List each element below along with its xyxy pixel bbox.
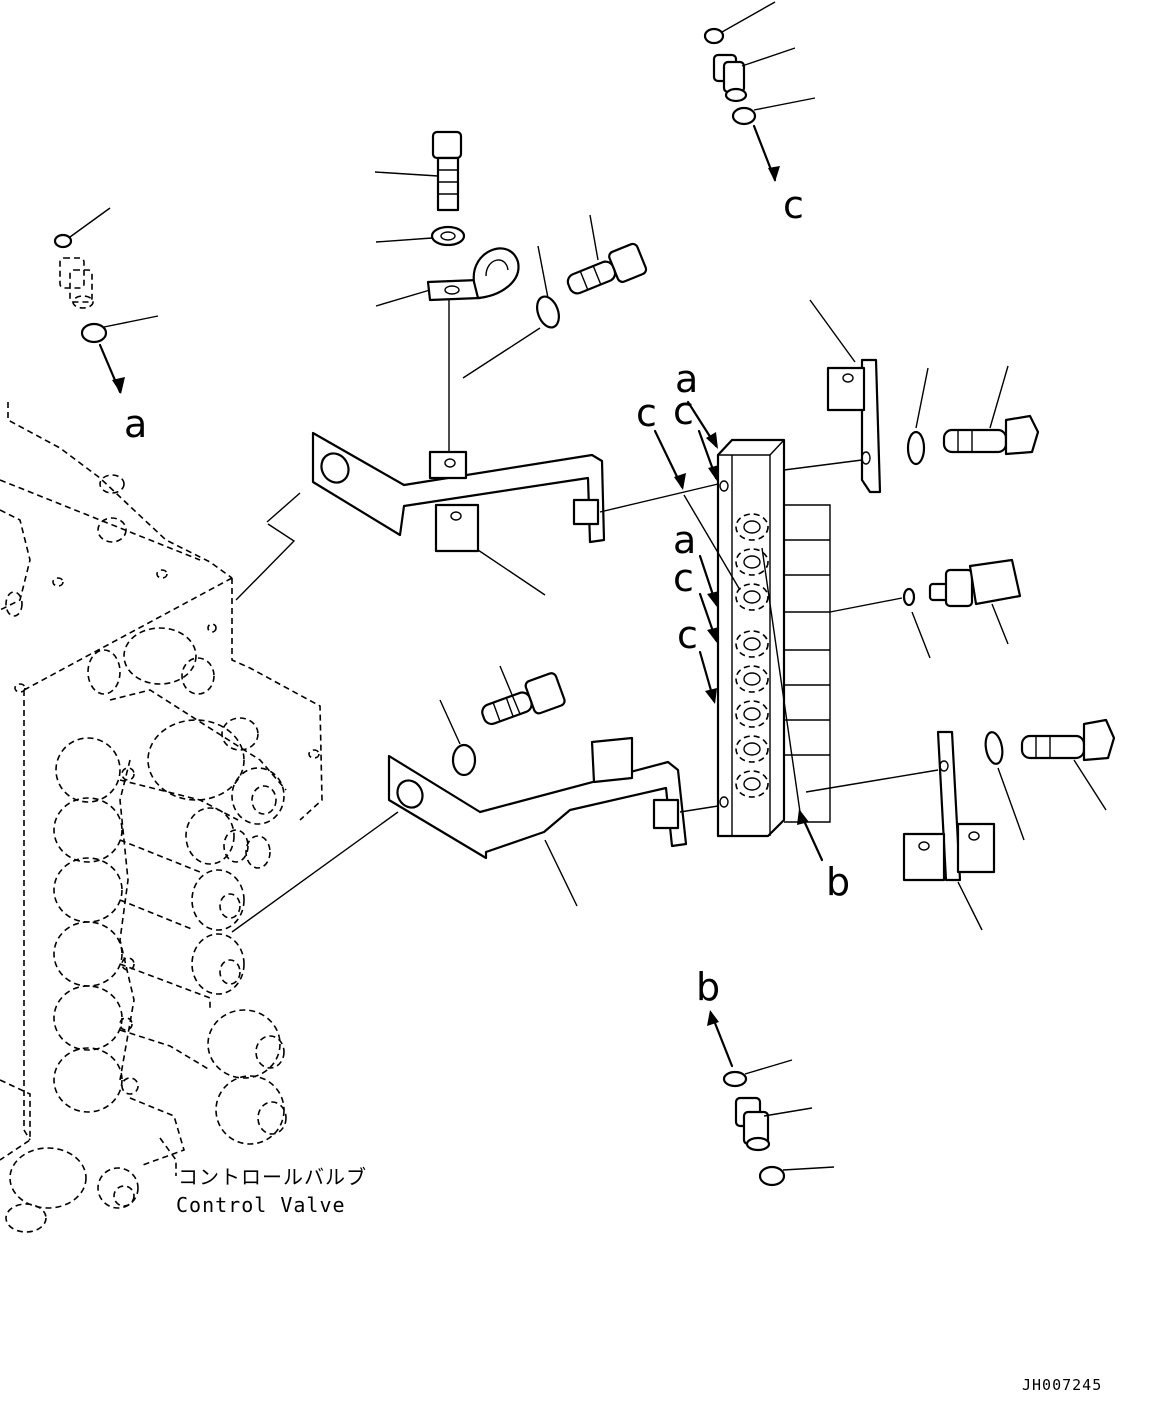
elbow-fitting-part (712, 53, 748, 103)
leader-line (957, 881, 983, 931)
label-c-top: c (783, 183, 804, 227)
arrowhead-icon (707, 1010, 719, 1026)
guide-line (783, 459, 863, 471)
leader-line (69, 207, 111, 238)
o-ring-part (53, 233, 73, 249)
arrowhead-icon (674, 473, 686, 490)
leader-line (721, 1, 776, 33)
guide-line (679, 805, 719, 813)
o-ring-part (703, 27, 725, 45)
washer-part (430, 225, 466, 247)
leader-line (989, 365, 1009, 429)
manifold-side-plate (784, 504, 831, 823)
arrowhead-icon (707, 627, 719, 643)
caption-english: Control Valve (176, 1193, 346, 1217)
hose-clamp-part (426, 247, 520, 302)
washer-part (536, 295, 560, 329)
label-b-bottom: b (696, 965, 720, 1009)
leader-line (991, 603, 1009, 645)
o-ring-part (731, 106, 757, 126)
leader-line (462, 327, 541, 379)
o-ring-part (758, 1165, 786, 1187)
o-ring-part (80, 322, 108, 344)
o-ring-part (902, 587, 916, 607)
arrowhead-icon (705, 688, 717, 704)
label-c-block-4: c (677, 613, 698, 657)
leader-line (374, 171, 439, 177)
label-a-block-top: a (675, 357, 698, 401)
leader-line (1073, 759, 1107, 811)
leader-line (375, 237, 433, 243)
leader-line (477, 549, 546, 596)
right-lower-bracket-part (902, 730, 996, 882)
guide-line (805, 769, 939, 793)
guide-line (599, 483, 719, 513)
arrowhead-icon (706, 432, 718, 449)
leader-line (761, 547, 801, 813)
washer-part (906, 430, 926, 466)
top-fitting-group (703, 1, 816, 182)
label-a-left: a (124, 402, 147, 446)
sensor-part (928, 558, 1022, 608)
left-fitting-group (53, 207, 159, 394)
control-valve-phantom (0, 402, 323, 1233)
label-a-block-mid: a (673, 518, 696, 562)
guide-line (231, 811, 399, 933)
label-c-block-2: c (673, 389, 694, 433)
arrowhead-icon (112, 377, 125, 394)
washer-part (451, 743, 477, 777)
leader-line (589, 214, 599, 261)
fitting-part (59, 257, 94, 309)
leader-line (544, 839, 578, 907)
arrowhead-icon (707, 591, 719, 607)
leader-line (375, 289, 431, 307)
caption-japanese: コントロールバルブ (178, 1165, 367, 1189)
bottom-fitting-group (722, 1059, 835, 1187)
fitting-part (734, 1096, 771, 1152)
o-ring-part (722, 1070, 748, 1088)
bolt-part (1020, 718, 1116, 762)
leader-line (915, 367, 929, 429)
leader-line (911, 611, 931, 659)
lower-bracket-part (387, 736, 688, 860)
manifold-block-part (716, 438, 786, 838)
leader-line (744, 1059, 793, 1075)
drawing-code: JH007245 (1022, 1376, 1102, 1394)
arrowhead-icon (708, 465, 719, 481)
guide-line (829, 597, 903, 613)
washer-part (984, 731, 1004, 765)
leader-line (997, 767, 1025, 841)
leader-line (763, 1107, 813, 1117)
top-bolt-part (431, 130, 463, 212)
leader-line (753, 97, 816, 111)
leader-line (683, 494, 741, 591)
leader-line (782, 1166, 835, 1171)
label-b-block: b (826, 860, 850, 904)
upper-bracket-part (311, 431, 606, 553)
label-c-block-1: c (636, 391, 657, 435)
leader-line (537, 245, 549, 299)
bolt-part (566, 242, 648, 295)
arrowhead-icon (768, 166, 780, 182)
leader-line (809, 299, 856, 363)
leader-line (499, 665, 521, 715)
right-upper-bracket-part (826, 358, 882, 494)
leader-line (103, 315, 159, 328)
bolt-part (942, 414, 1040, 456)
label-c-block-3: c (673, 556, 694, 600)
leader-line (741, 47, 796, 67)
arrowhead-icon (797, 809, 809, 825)
leader-line (439, 699, 461, 745)
bolt-part (481, 672, 566, 726)
